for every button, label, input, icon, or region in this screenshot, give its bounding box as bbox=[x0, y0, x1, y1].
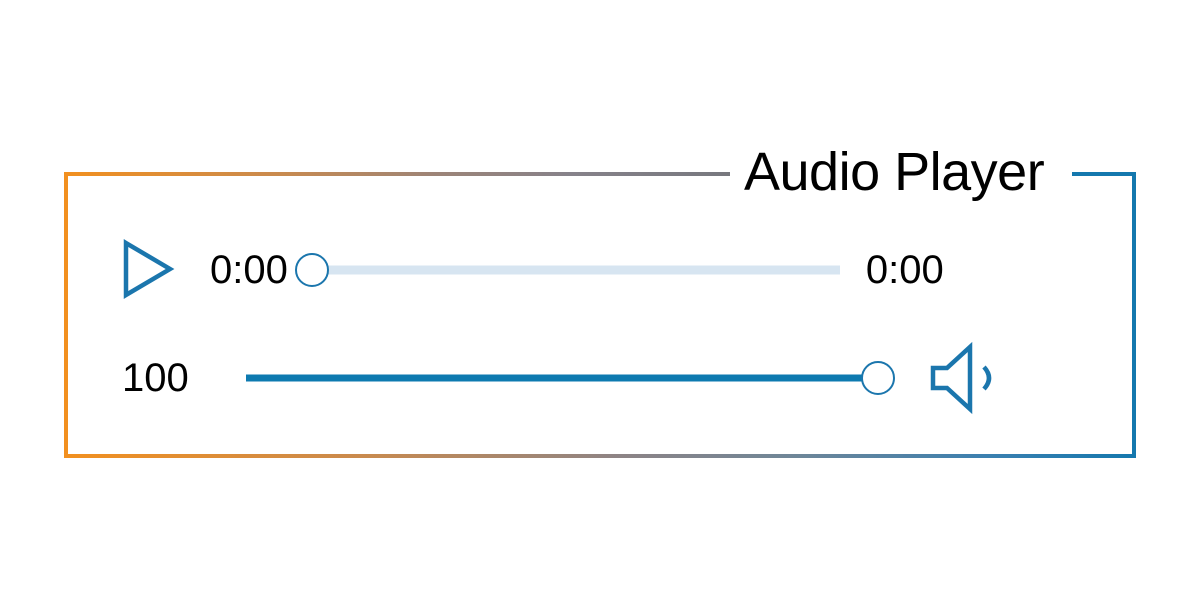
volume-row: 100 bbox=[108, 338, 1108, 418]
volume-slider[interactable] bbox=[246, 356, 895, 400]
speaker-volume-icon[interactable] bbox=[922, 340, 1008, 416]
progress-track[interactable] bbox=[311, 265, 840, 275]
frame-border-left bbox=[64, 172, 68, 458]
frame-border-right bbox=[1132, 172, 1136, 458]
volume-value-label: 100 bbox=[122, 355, 189, 400]
volume-thumb[interactable] bbox=[861, 361, 895, 395]
frame-border-top-left bbox=[64, 172, 730, 176]
frame-border-top-right bbox=[1072, 172, 1136, 176]
frame-border-bottom bbox=[64, 454, 1136, 458]
total-time-label: 0:00 bbox=[865, 247, 944, 292]
progress-slider[interactable] bbox=[294, 248, 840, 292]
audio-player-frame: Audio Player 0:00 0:00 100 bbox=[64, 140, 1136, 458]
current-time-label: 0:00 bbox=[210, 247, 288, 292]
volume-track[interactable] bbox=[246, 374, 878, 382]
play-triangle-icon bbox=[108, 233, 180, 308]
page-title: Audio Player bbox=[736, 140, 1053, 204]
progress-thumb[interactable] bbox=[294, 253, 329, 287]
transport-row: 0:00 0:00 bbox=[108, 230, 1108, 310]
play-button[interactable] bbox=[108, 234, 180, 306]
